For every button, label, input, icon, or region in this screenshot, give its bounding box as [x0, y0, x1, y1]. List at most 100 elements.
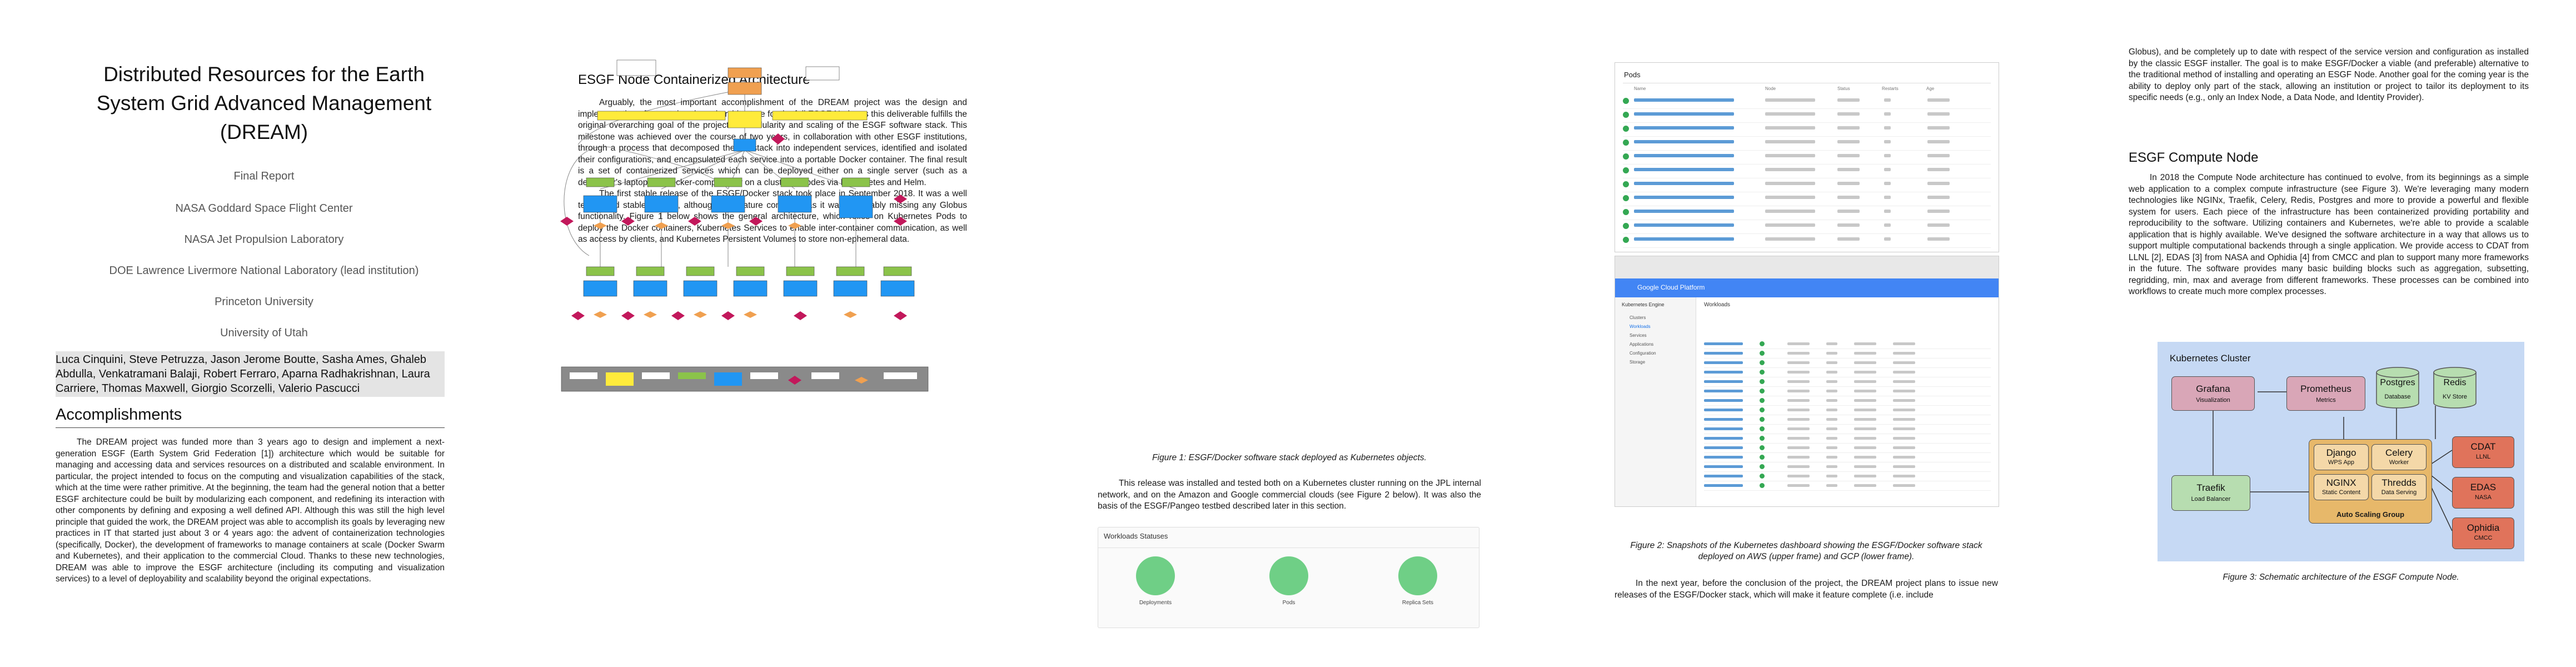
pod-restarts	[1884, 223, 1891, 227]
status-check-icon	[1760, 464, 1765, 469]
pod-name-link[interactable]	[1634, 140, 1734, 143]
gcp-header-bar: Google Cloud Platform	[1615, 278, 1999, 297]
pod-node	[1765, 182, 1815, 185]
status-check-icon	[1760, 407, 1765, 412]
workload-pods	[1826, 456, 1837, 459]
workload-row	[1704, 368, 1991, 377]
workload-pods	[1826, 371, 1837, 374]
workload-name-link[interactable]	[1704, 437, 1743, 440]
pod-name-link[interactable]	[1634, 223, 1734, 227]
workload-name-link[interactable]	[1704, 342, 1743, 345]
workload-pods	[1826, 342, 1837, 345]
release-paragraph: This release was installed and tested bo…	[1098, 479, 1481, 511]
nav-workloads[interactable]: Workloads	[1630, 324, 1651, 329]
thredds-box: Thredds Data Serving	[2371, 474, 2426, 500]
nav-applications[interactable]: Applications	[1630, 342, 1654, 347]
deployments-status-ring	[1136, 556, 1175, 595]
pod-row	[1623, 177, 1991, 192]
edas-box: EDAS NASA	[2452, 477, 2514, 509]
workload-name-link[interactable]	[1704, 352, 1743, 355]
workload-name-link[interactable]	[1704, 427, 1743, 430]
pod-name-link[interactable]	[1634, 196, 1734, 199]
workload-type	[1787, 456, 1810, 459]
workload-name-link[interactable]	[1704, 418, 1743, 421]
workload-name-link[interactable]	[1704, 380, 1743, 383]
status-check-icon	[1760, 474, 1765, 479]
workload-name-link[interactable]	[1704, 446, 1743, 449]
postgres-name: Postgres	[2380, 378, 2415, 387]
status-check-icon	[1623, 195, 1629, 201]
workload-pods	[1826, 484, 1837, 487]
pod-name-link[interactable]	[1634, 126, 1734, 130]
workload-pods	[1826, 352, 1837, 355]
nav-services[interactable]: Services	[1630, 333, 1647, 338]
pod-age	[1927, 237, 1950, 241]
pod-restarts	[1884, 182, 1891, 185]
nginx-box: NGINX Static Content	[2314, 474, 2369, 500]
workload-name-link[interactable]	[1704, 484, 1743, 487]
pod-node	[1765, 98, 1815, 102]
pod-name-link[interactable]	[1634, 112, 1734, 116]
containerized-architecture-heading: ESGF Node Containerized Architecture	[578, 72, 810, 87]
compute-node-heading: ESGF Compute Node	[2129, 150, 2259, 165]
pod-node	[1765, 210, 1815, 213]
workload-namespace	[1854, 371, 1876, 374]
workload-name-link[interactable]	[1704, 465, 1743, 468]
pod-node	[1765, 223, 1815, 227]
pod-row	[1623, 219, 1991, 234]
gcp-cluster-label: Kubernetes Engine	[1622, 302, 1665, 307]
pod-restarts	[1884, 98, 1891, 102]
pod-age	[1927, 140, 1950, 143]
postgres-cylinder: Postgres Database	[2375, 367, 2420, 409]
workload-name-link[interactable]	[1704, 371, 1743, 374]
workload-name-link[interactable]	[1704, 361, 1743, 364]
pods-status-ring	[1269, 556, 1308, 595]
goals-paragraph: Globus), and be completely up to date wi…	[2129, 47, 2529, 102]
workload-row	[1704, 340, 1991, 349]
pod-name-link[interactable]	[1634, 98, 1734, 102]
nav-configuration[interactable]: Configuration	[1630, 351, 1656, 356]
gcp-workloads-tab[interactable]: Workloads	[1704, 302, 1731, 308]
esgf-architecture-diagram	[560, 59, 929, 392]
pod-restarts	[1884, 196, 1891, 199]
cluster-title: Kubernetes Cluster	[2170, 353, 2251, 364]
workload-row	[1704, 396, 1991, 406]
postgres-sub: Database	[2384, 394, 2411, 400]
nginx-name: NGINX	[2326, 477, 2356, 488]
pod-name-link[interactable]	[1634, 182, 1734, 185]
django-name: Django	[2326, 447, 2356, 458]
status-check-icon	[1760, 379, 1765, 384]
workload-name-link[interactable]	[1704, 456, 1743, 459]
workload-namespace	[1854, 342, 1876, 345]
workload-namespace	[1854, 409, 1876, 411]
accomplishments-body: The DREAM project was funded more than 3…	[56, 437, 445, 585]
pod-node	[1765, 126, 1815, 130]
pod-row	[1623, 205, 1991, 220]
celery-name: Celery	[2385, 447, 2413, 458]
pod-name-link[interactable]	[1634, 154, 1734, 157]
status-check-icon	[1760, 426, 1765, 431]
workload-name-link[interactable]	[1704, 390, 1743, 392]
workload-row	[1704, 444, 1991, 453]
workload-name-link[interactable]	[1704, 399, 1743, 402]
pod-name-link[interactable]	[1634, 168, 1734, 171]
nav-clusters[interactable]: Clusters	[1630, 315, 1646, 320]
workload-namespace	[1854, 361, 1876, 364]
browser-chrome	[1615, 256, 1999, 278]
pods-title: Pods	[1624, 71, 1641, 79]
pod-name-link[interactable]	[1634, 210, 1734, 213]
pod-status	[1837, 126, 1860, 130]
affiliation-princeton: Princeton University	[215, 296, 313, 308]
pod-name-link[interactable]	[1634, 237, 1734, 241]
workload-name-link[interactable]	[1704, 409, 1743, 411]
compute-node-paragraph: In 2018 the Compute Node architecture ha…	[2129, 173, 2529, 296]
goals-body: Globus), and be completely up to date wi…	[2129, 47, 2529, 104]
workload-cluster	[1893, 418, 1915, 421]
figure-2-caption: Figure 2: Snapshots of the Kubernetes da…	[1630, 541, 1982, 561]
pods-label: Pods	[1282, 600, 1296, 606]
workload-name-link[interactable]	[1704, 475, 1743, 477]
nav-storage[interactable]: Storage	[1630, 360, 1646, 365]
ophidia-sub: CMCC	[2474, 535, 2493, 541]
workload-cluster	[1893, 427, 1915, 430]
workloads-statuses-title: Workloads Statuses	[1104, 532, 1168, 540]
